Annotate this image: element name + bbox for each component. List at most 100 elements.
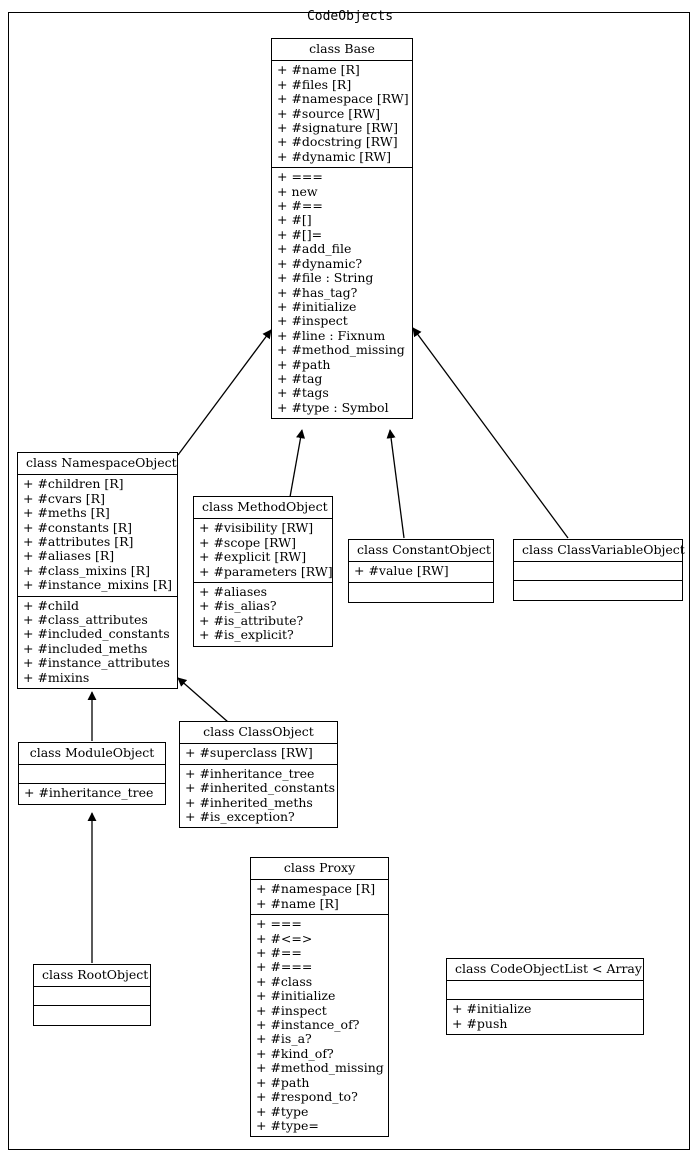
edge-methodobject-base [289, 429, 306, 498]
attribute-row: + #meths [R] [23, 505, 110, 521]
class-box-codeobjectlist[interactable]: class CodeObjectList < Array + #initiali… [446, 958, 644, 1036]
class-name-namespaceobject: class NamespaceObject [18, 453, 177, 476]
method-row: + #class_attributes [23, 612, 148, 628]
class-attributes-base: + #name [R] + #files [R] + #namespace [R… [272, 61, 412, 169]
method-row: + #inherited_constants [185, 780, 336, 796]
class-box-rootobject[interactable]: class RootObject [33, 964, 151, 1027]
attribute-row: + #name [R] [256, 895, 339, 911]
class-box-methodobject[interactable]: class MethodObject + #visibility [RW] + … [193, 496, 333, 647]
method-row: + #has_tag? [277, 284, 358, 300]
attribute-row: + #instance_mixins [R] [23, 577, 173, 593]
method-row: + #instance_attributes [23, 655, 170, 671]
method-row: + #initialize [277, 298, 357, 314]
class-attributes-classvariableobject [514, 562, 682, 582]
class-box-constantobject[interactable]: class ConstantObject + #value [RW] [348, 539, 494, 603]
method-row: + #inherited_meths [185, 794, 313, 810]
method-row: + #is_attribute? [199, 612, 304, 628]
method-row: + #=== [256, 959, 313, 975]
method-row: + #kind_of? [256, 1045, 334, 1061]
method-row: + #add_file [277, 241, 352, 257]
class-box-moduleobject[interactable]: class ModuleObject + #inheritance_tree [18, 742, 166, 805]
class-name-rootobject: class RootObject [34, 965, 150, 988]
attribute-row: + #class_mixins [R] [23, 562, 150, 578]
diagram-title: CodeObjects [306, 9, 394, 24]
class-methods-classvariableobject [514, 581, 682, 600]
method-row: + #inheritance_tree [185, 765, 315, 781]
class-name-classvariableobject: class ClassVariableObject [514, 540, 685, 563]
diagram-frame [8, 12, 690, 1150]
attribute-row: + #attributes [R] [23, 534, 134, 550]
class-attributes-moduleobject [19, 765, 165, 785]
method-row: + #method_missing [256, 1060, 384, 1076]
class-box-proxy[interactable]: class Proxy + #namespace [R] + #name [R]… [250, 857, 389, 1138]
method-row: + #type [256, 1103, 309, 1119]
attribute-row: + #files [R] [277, 76, 352, 92]
attribute-row: + #scope [RW] [199, 534, 296, 550]
method-row: + #inheritance_tree [24, 785, 154, 801]
attribute-row: + #aliases [R] [23, 548, 115, 564]
method-row: + #tag [277, 370, 323, 386]
method-row: + #included_constants [23, 626, 170, 642]
attribute-row: + #visibility [RW] [199, 520, 314, 536]
method-row: + #push [452, 1015, 508, 1031]
attribute-row: + #superclass [RW] [185, 745, 313, 761]
method-row: + #[] [277, 212, 312, 228]
class-methods-codeobjectlist: + #initialize + #push [447, 1000, 643, 1034]
class-methods-constantobject [349, 583, 493, 602]
method-row: + #included_meths [23, 640, 148, 656]
method-row: + #mixins [23, 669, 90, 685]
attribute-row: + #constants [R] [23, 519, 133, 535]
attribute-row: + #parameters [RW] [199, 563, 333, 579]
method-row: + === [277, 169, 323, 185]
attribute-row: + #signature [RW] [277, 120, 398, 136]
method-row: + #initialize [256, 988, 336, 1004]
class-methods-base: + === + new + #== + #[] + #[]= + #add_fi… [272, 168, 412, 418]
attribute-row: + #dynamic [RW] [277, 148, 392, 164]
edge-classvariableobject-base [412, 327, 569, 539]
method-row: + === [256, 916, 302, 932]
method-row: + #tags [277, 385, 329, 401]
method-row: + #inspect [256, 1002, 327, 1018]
method-row: + #is_exception? [185, 809, 295, 825]
method-row: + new [277, 183, 318, 199]
method-row: + #aliases [199, 584, 268, 600]
method-row: + #is_alias? [199, 598, 277, 614]
class-attributes-proxy: + #namespace [R] + #name [R] [251, 880, 388, 916]
method-row: + #is_explicit? [199, 627, 294, 643]
class-name-constantobject: class ConstantObject [349, 540, 493, 563]
method-row: + #dynamic? [277, 255, 363, 271]
class-methods-classobject: + #inheritance_tree + #inherited_constan… [180, 765, 337, 828]
method-row: + #file : String [277, 270, 374, 286]
class-methods-methodobject: + #aliases + #is_alias? + #is_attribute?… [194, 583, 332, 646]
method-row: + #child [23, 597, 79, 613]
edge-classobject-namespaceobject [177, 677, 229, 723]
method-row: + #type= [256, 1117, 319, 1133]
class-box-base[interactable]: class Base + #name [R] + #files [R] + #n… [271, 38, 413, 420]
class-box-namespaceobject[interactable]: class NamespaceObject + #children [R] + … [17, 452, 178, 690]
class-name-codeobjectlist: class CodeObjectList < Array [447, 959, 643, 982]
class-box-classvariableobject[interactable]: class ClassVariableObject [513, 539, 685, 602]
attribute-row: + #name [R] [277, 62, 360, 78]
class-attributes-classobject: + #superclass [RW] [180, 744, 337, 765]
attribute-row: + #children [R] [23, 476, 124, 492]
edge-namespaceobject-base [177, 329, 272, 456]
class-attributes-codeobjectlist [447, 981, 643, 1001]
class-methods-moduleobject: + #inheritance_tree [19, 784, 165, 803]
method-row: + #== [256, 945, 302, 961]
method-row: + #line : Fixnum [277, 327, 386, 343]
class-box-classobject[interactable]: class ClassObject + #superclass [RW] + #… [179, 721, 338, 829]
method-row: + #respond_to? [256, 1089, 358, 1105]
class-name-base: class Base [272, 39, 412, 62]
method-row: + #inspect [277, 313, 348, 329]
class-attributes-rootobject [34, 987, 150, 1007]
attribute-row: + #cvars [R] [23, 490, 105, 506]
attribute-row: + #explicit [RW] [199, 549, 307, 565]
attribute-row: + #namespace [R] [256, 881, 376, 897]
method-row: + #type : Symbol [277, 399, 389, 415]
class-attributes-constantobject: + #value [RW] [349, 562, 493, 583]
method-row: + #path [256, 1074, 310, 1090]
attribute-row: + #source [RW] [277, 105, 380, 121]
method-row: + #initialize [452, 1001, 532, 1017]
